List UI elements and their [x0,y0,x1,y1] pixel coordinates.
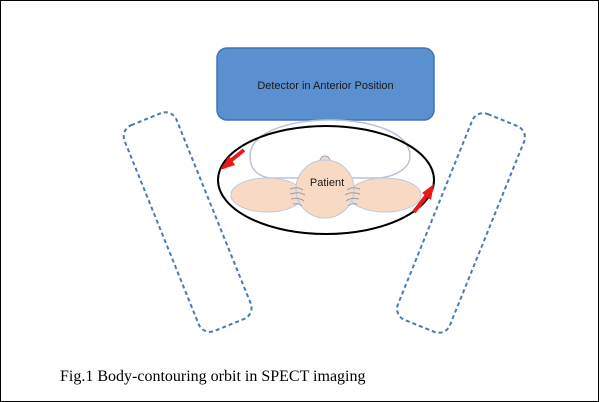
anterior-detector: Detector in Anterior Position [216,47,435,121]
left-arm [230,177,304,213]
right-rotation-arrow [412,184,434,214]
left-detector-position [122,111,253,333]
detector-label: Detector in Anterior Position [257,80,393,92]
left-rotation-arrow [220,148,246,170]
patient-label: Patient [310,177,344,189]
figure-caption: Fig.1 Body-contouring orbit in SPECT ima… [60,368,366,385]
right-dashed-detector [396,112,526,334]
patient-body-outline [249,119,411,179]
patient-figure: Patient [230,119,422,219]
right-detector-position [396,112,526,334]
right-hand [344,187,361,207]
patient-torso [295,159,355,219]
left-dashed-detector [122,111,253,333]
right-arm [348,177,422,213]
body-contour-orbit [217,125,435,235]
left-hand [289,187,306,207]
